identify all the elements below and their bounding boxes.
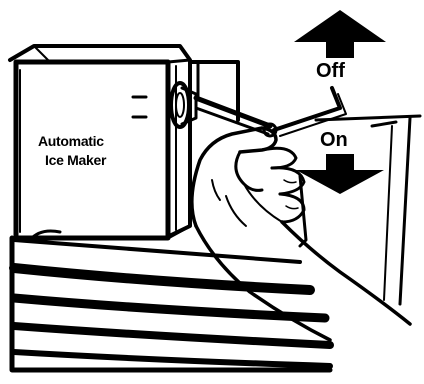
ice-bin [9, 229, 334, 373]
ice-maker-label-line1: Automatic [38, 133, 104, 149]
ice-maker-label-line2: Ice Maker [45, 152, 107, 168]
arrow-up-icon [294, 10, 386, 58]
shutoff-arm [193, 86, 347, 138]
hand [190, 126, 412, 342]
off-label: Off [316, 60, 345, 82]
on-label: On [320, 129, 348, 151]
ice-maker-unit [8, 44, 192, 241]
freezer-wall [298, 114, 422, 306]
ice-maker-knob [169, 81, 198, 129]
arrow-down-icon [296, 154, 384, 194]
ice-maker-housing-back [190, 60, 240, 122]
